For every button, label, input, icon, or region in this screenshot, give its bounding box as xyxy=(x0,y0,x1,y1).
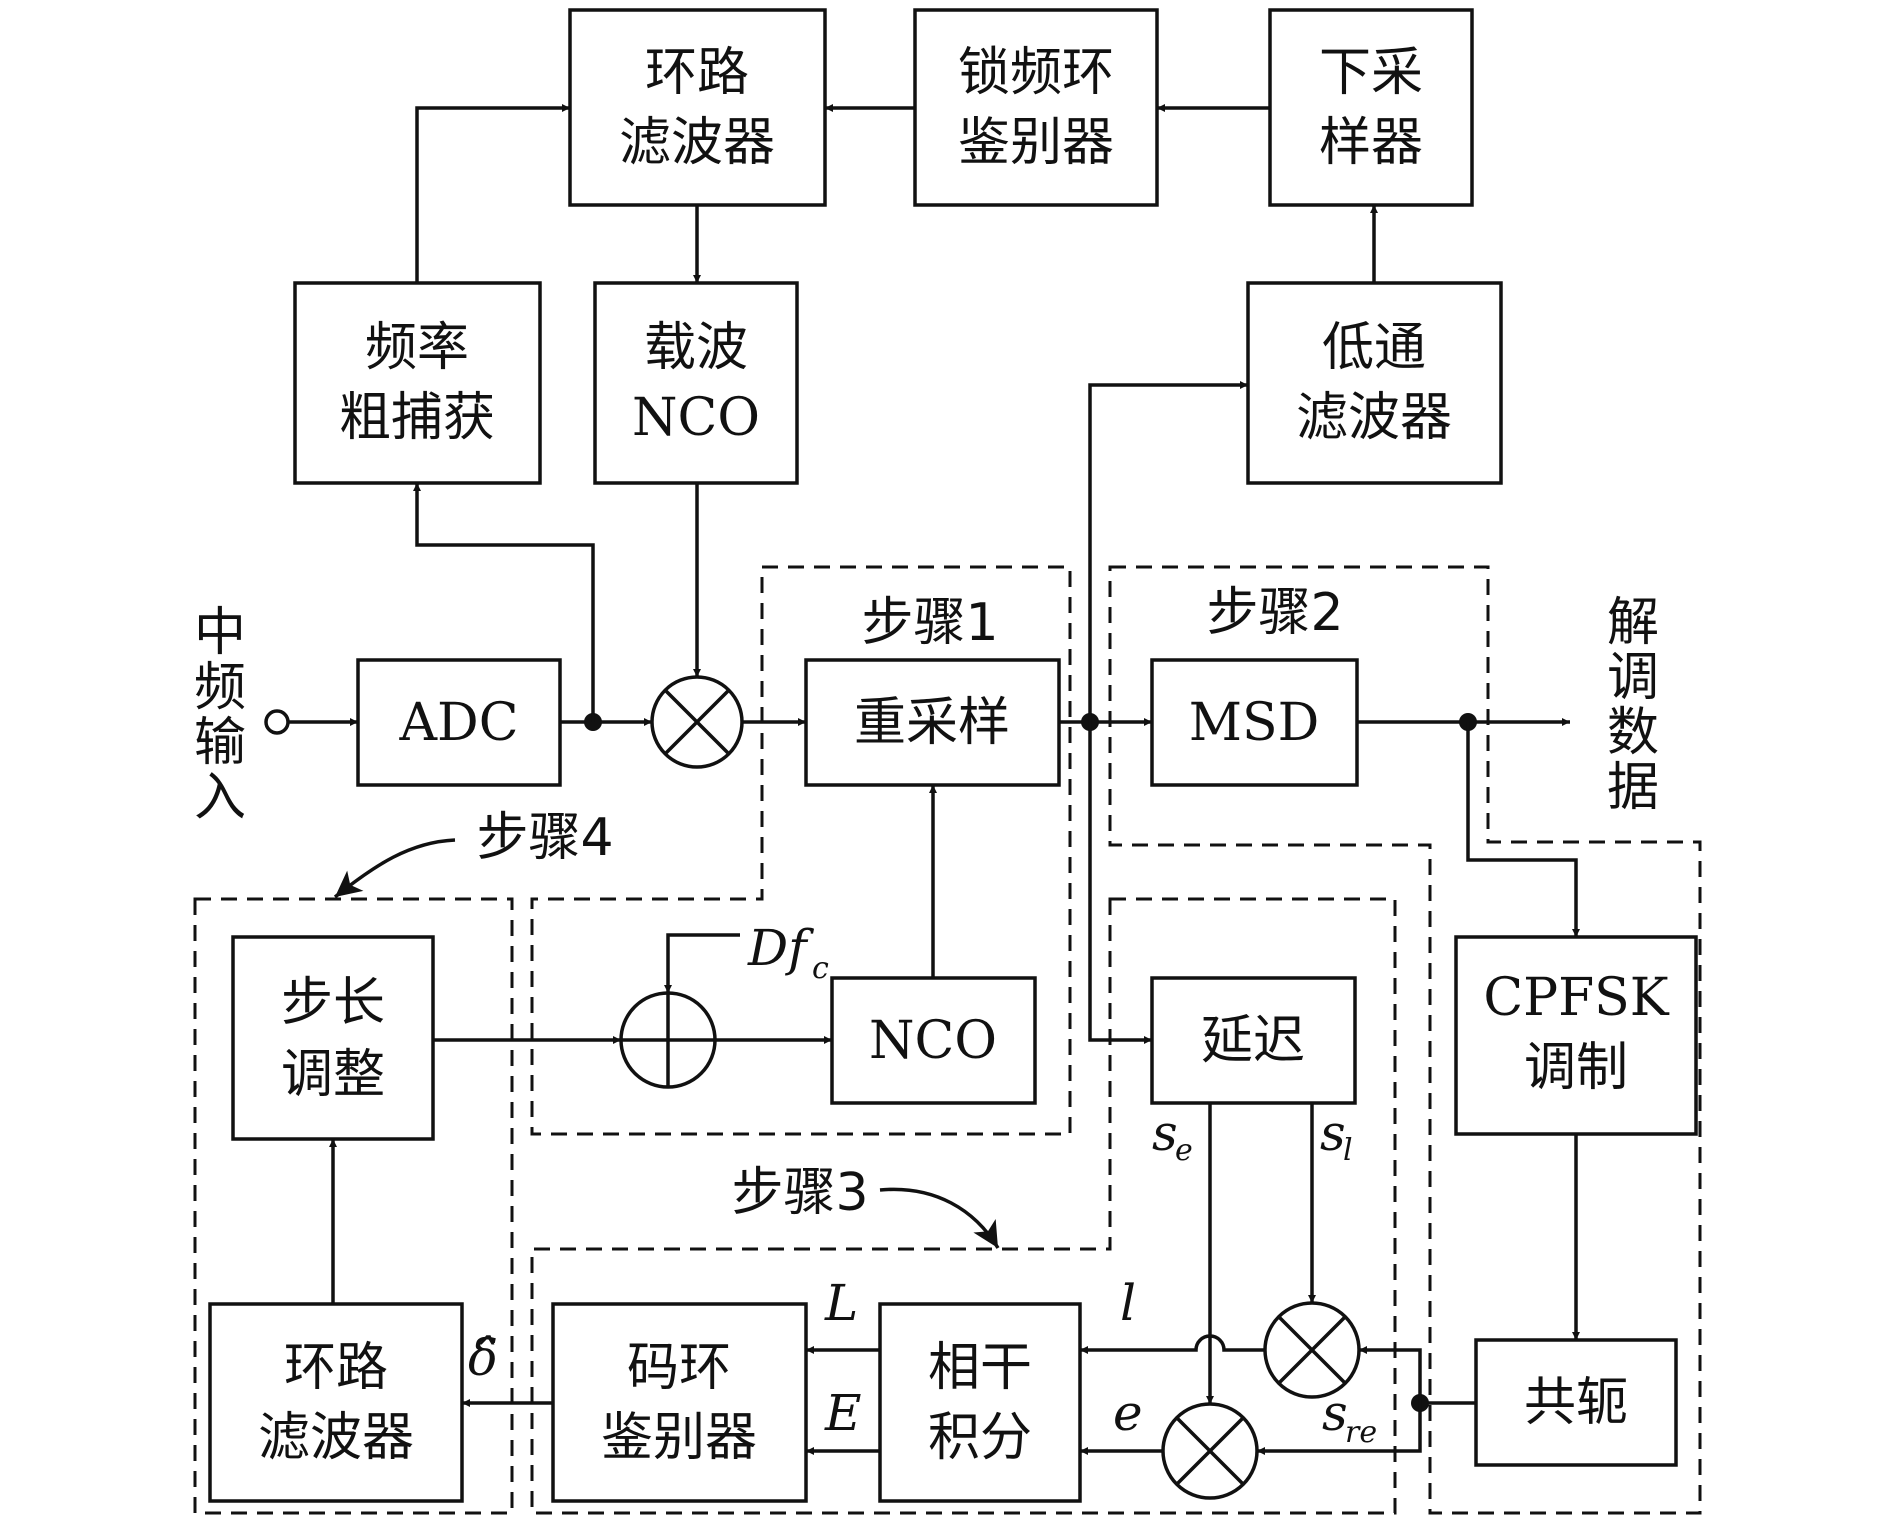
svg-text:相干: 相干 xyxy=(928,1338,1032,1398)
loop-filter-bottom-block: 环路 滤波器 xyxy=(208,1302,464,1503)
step4-region xyxy=(193,897,514,1515)
code-discriminator-block: 码环 鉴别器 xyxy=(551,1302,808,1503)
l-signal-label: l xyxy=(1120,1274,1136,1332)
svg-text:CPFSK: CPFSK xyxy=(1483,968,1669,1028)
svg-text:下采: 下采 xyxy=(1319,43,1423,103)
wire-mixerlate-integ xyxy=(1080,1334,1265,1354)
svg-text:滤波器: 滤波器 xyxy=(619,113,775,173)
svg-text:频率: 频率 xyxy=(365,318,469,378)
svg-text:s: s xyxy=(1320,1104,1346,1162)
fll-discriminator-block: 锁频环 鉴别器 xyxy=(913,8,1159,207)
se-label: s e xyxy=(1152,1104,1193,1168)
svg-text:MSD: MSD xyxy=(1189,693,1320,753)
svg-text:入: 入 xyxy=(194,768,246,828)
lowpass-filter-block: 低通 滤波器 xyxy=(1246,281,1503,485)
svg-text:共轭: 共轭 xyxy=(1524,1373,1628,1433)
wire-dfc-adder xyxy=(664,933,740,993)
svg-text:NCO: NCO xyxy=(632,388,760,448)
E-signal-label: E xyxy=(824,1384,862,1442)
L-signal-label: L xyxy=(824,1274,858,1332)
svg-text:Df: Df xyxy=(747,919,814,977)
svg-text:调整: 调整 xyxy=(281,1045,385,1105)
resample-block: 重采样 xyxy=(804,658,1061,787)
mixer-late xyxy=(1263,1301,1361,1399)
svg-text:据: 据 xyxy=(1607,758,1659,818)
msd-block: MSD xyxy=(1150,658,1359,787)
svg-text:NCO: NCO xyxy=(869,1011,997,1071)
step3-pointer xyxy=(879,1187,1000,1249)
conjugate-block: 共轭 xyxy=(1474,1338,1678,1467)
svg-text:锁频环: 锁频环 xyxy=(958,43,1114,103)
downsampler-block: 下采 样器 xyxy=(1268,8,1474,207)
svg-text:码环: 码环 xyxy=(627,1338,731,1398)
svg-text:积分: 积分 xyxy=(928,1408,1032,1468)
svg-text:数: 数 xyxy=(1607,703,1659,763)
svg-text:频: 频 xyxy=(194,658,246,718)
delta-hat-label: δ̂ xyxy=(468,1329,498,1387)
loop-filter-top-block: 环路 滤波器 xyxy=(568,8,827,207)
dfc-label: Df c xyxy=(747,919,829,986)
step1-label: 步骤1 xyxy=(861,593,998,653)
step4-pointer xyxy=(333,838,456,899)
svg-text:鉴别器: 鉴别器 xyxy=(958,113,1114,173)
svg-text:环路: 环路 xyxy=(284,1338,388,1398)
step-size-adjust-block: 步长 调整 xyxy=(231,935,435,1141)
svg-text:延迟: 延迟 xyxy=(1201,1011,1305,1071)
svg-text:步长: 步长 xyxy=(281,973,385,1033)
svg-text:s: s xyxy=(1322,1384,1348,1442)
sre-label: s re xyxy=(1322,1384,1377,1450)
step2-region xyxy=(1108,565,1702,1515)
wire-sre-late xyxy=(1359,1346,1422,1403)
svg-text:解: 解 xyxy=(1607,593,1659,653)
wire-msd-cpfsk xyxy=(1466,722,1580,937)
if-input-label: 中 频 输 入 xyxy=(194,603,246,828)
e-signal-label: e xyxy=(1113,1384,1143,1442)
mixer-early xyxy=(1161,1402,1259,1500)
svg-text:l: l xyxy=(1343,1133,1353,1168)
adder xyxy=(619,991,717,1089)
coherent-integration-block: 相干 积分 xyxy=(878,1302,1082,1503)
svg-text:低通: 低通 xyxy=(1322,318,1426,378)
demod-output-label: 解 调 数 据 xyxy=(1607,593,1659,818)
svg-text:c: c xyxy=(812,951,829,986)
freq-coarse-acquisition-block: 频率 粗捕获 xyxy=(293,281,542,485)
wire-freqacq-loopfilter xyxy=(415,104,570,283)
input-terminal xyxy=(264,709,290,735)
svg-text:调制: 调制 xyxy=(1524,1038,1628,1098)
step4-label: 步骤4 xyxy=(476,808,613,868)
svg-text:ADC: ADC xyxy=(398,693,518,753)
svg-text:鉴别器: 鉴别器 xyxy=(601,1408,757,1468)
delay-block: 延迟 xyxy=(1150,976,1357,1105)
sl-label: s l xyxy=(1320,1104,1353,1168)
cpfsk-modulation-block: CPFSK 调制 xyxy=(1454,935,1698,1136)
svg-text:重采样: 重采样 xyxy=(854,693,1010,753)
wire-adc-freqacq xyxy=(413,483,595,722)
svg-text:滤波器: 滤波器 xyxy=(258,1408,414,1468)
svg-text:滤波器: 滤波器 xyxy=(1296,388,1452,448)
svg-text:s: s xyxy=(1152,1104,1178,1162)
step3-region xyxy=(530,897,1397,1515)
svg-text:载波: 载波 xyxy=(644,318,748,378)
nco-block: NCO xyxy=(830,976,1037,1105)
step2-label: 步骤2 xyxy=(1206,583,1343,643)
svg-text:e: e xyxy=(1175,1133,1193,1168)
svg-text:调: 调 xyxy=(1607,648,1659,708)
carrier-nco-block: 载波 NCO xyxy=(593,281,799,485)
wire-resample-delay xyxy=(1088,722,1152,1044)
wire-resample-lowpass xyxy=(1088,381,1248,722)
step1-region xyxy=(530,565,1072,1136)
svg-text:输: 输 xyxy=(194,713,246,773)
svg-text:粗捕获: 粗捕获 xyxy=(339,388,495,448)
wire-sre-early xyxy=(1257,1403,1422,1455)
adc-block: ADC xyxy=(356,658,562,787)
svg-text:样器: 样器 xyxy=(1319,113,1423,173)
svg-text:环路: 环路 xyxy=(645,43,749,103)
mixer-carrier xyxy=(650,675,744,769)
step3-label: 步骤3 xyxy=(731,1163,868,1223)
svg-text:中: 中 xyxy=(194,603,246,663)
svg-text:re: re xyxy=(1345,1415,1377,1450)
